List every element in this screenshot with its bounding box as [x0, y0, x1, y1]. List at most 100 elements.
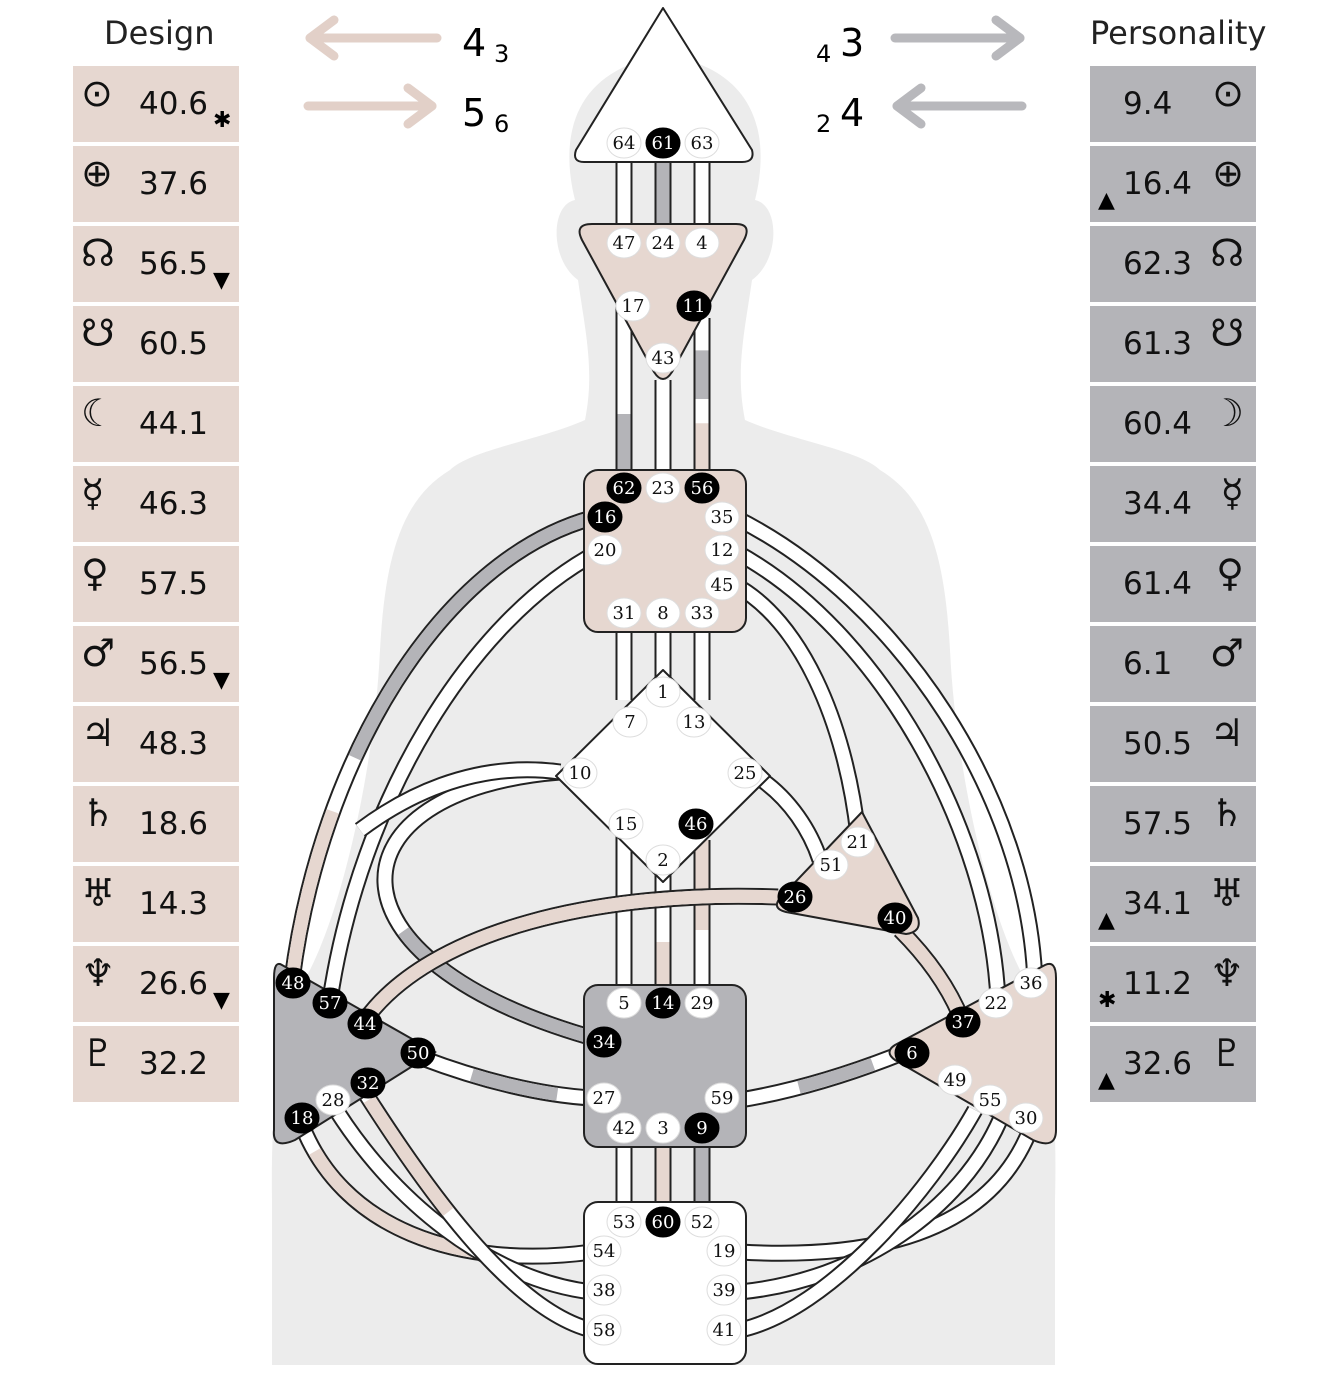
gate-46 [678, 808, 714, 840]
head-center [574, 7, 754, 163]
design-column-title: Design [104, 14, 215, 52]
gate-39 [706, 1274, 742, 1306]
gate-label-63: 63 [691, 133, 714, 154]
gate-38 [586, 1274, 622, 1306]
gate-label-18: 18 [291, 1108, 314, 1129]
design-panel: ⊙40.6✱⊕37.6☊56.5▼☋60.5☾44.1☿46.3♀57.5♂56… [73, 66, 239, 1106]
moon-icon: ☽ [1209, 391, 1244, 435]
gate-label-55: 55 [979, 1090, 1002, 1111]
north-node-icon: ☊ [81, 231, 115, 275]
gate-17 [615, 290, 651, 322]
design-top-number: 4 [462, 21, 486, 65]
gate-41 [706, 1314, 742, 1346]
pluto-icon: ♇ [81, 1031, 116, 1075]
gate-label-11: 11 [683, 296, 706, 317]
channel-activation [378, 765, 602, 1047]
personality-top-arrow-head [991, 15, 1025, 61]
channel-activation [285, 511, 594, 981]
gate-label-10: 10 [569, 763, 592, 784]
gate-51 [813, 849, 849, 881]
gate-27 [586, 1082, 622, 1114]
gate-label-17: 17 [622, 296, 645, 317]
design-row: ♇32.2 [73, 1026, 239, 1102]
fixing-mark: ▼ [213, 988, 230, 1013]
gate-label-21: 21 [847, 832, 870, 853]
gate-25 [727, 757, 763, 789]
personality-row: ☽60.4 [1090, 386, 1256, 462]
personality-row: ♂6.1 [1090, 626, 1256, 702]
gate-8 [645, 597, 681, 629]
gate-10 [562, 757, 598, 789]
personality-gate-line-value: 16.4 [1123, 166, 1193, 202]
design-gate-line-value: 44.1 [139, 406, 209, 442]
gate-label-19: 19 [713, 1241, 736, 1262]
gate-24 [645, 227, 681, 259]
personality-bottom-number: 4 [840, 91, 864, 135]
design-gate-line-value: 56.5 [139, 246, 209, 282]
channel-fill [758, 774, 827, 863]
gate-label-14: 14 [652, 993, 675, 1014]
design-top-arrow-head [305, 15, 339, 61]
gate-52 [684, 1206, 720, 1238]
design-row: ☿46.3 [73, 466, 239, 542]
design-gate-line-value: 60.5 [139, 326, 209, 362]
channel-fill [356, 763, 561, 836]
personality-row: ☿34.4 [1090, 466, 1256, 542]
gate-label-9: 9 [696, 1118, 707, 1139]
gate-label-57: 57 [319, 993, 342, 1014]
gate-label-38: 38 [593, 1280, 616, 1301]
gate-2 [645, 844, 681, 876]
fixing-mark: ▲ [1098, 908, 1115, 933]
gate-label-43: 43 [652, 348, 675, 369]
north-node-icon: ☊ [1210, 231, 1244, 275]
personality-gate-line-value: 34.4 [1123, 486, 1193, 522]
gate-56 [684, 472, 720, 504]
uranus-icon: ♅ [1209, 871, 1244, 915]
gate-label-47: 47 [613, 233, 636, 254]
gate-32 [350, 1067, 386, 1099]
gate-43 [645, 342, 681, 374]
design-bottom-number: 5 [462, 91, 486, 135]
gate-label-6: 6 [906, 1043, 917, 1064]
design-gate-line-value: 48.3 [139, 726, 209, 762]
saturn-icon: ♄ [1209, 791, 1244, 835]
design-row: ☋60.5 [73, 306, 239, 382]
personality-gate-line-value: 32.6 [1123, 1046, 1193, 1082]
fixing-mark: ✱ [213, 108, 232, 133]
gate-13 [676, 706, 712, 738]
personality-row: ♄57.5 [1090, 786, 1256, 862]
gate-54 [586, 1235, 622, 1267]
south-node-icon: ☋ [1210, 311, 1244, 355]
ajna-center [578, 223, 748, 380]
gate-60 [645, 1206, 681, 1238]
gate-label-15: 15 [615, 814, 638, 835]
design-gate-line-value: 18.6 [139, 806, 209, 842]
gate-label-31: 31 [613, 603, 636, 624]
gate-11 [676, 290, 712, 322]
throat-center [583, 469, 747, 633]
personality-top-subnumber: 4 [816, 40, 831, 68]
gate-label-51: 51 [820, 855, 843, 876]
sun-icon: ⊙ [81, 71, 113, 115]
channel-activation [285, 511, 594, 981]
gate-30 [1008, 1102, 1044, 1134]
gate-label-53: 53 [613, 1212, 636, 1233]
gate-58 [586, 1314, 622, 1346]
design-gate-line-value: 40.6 [139, 86, 209, 122]
gate-label-41: 41 [713, 1320, 736, 1341]
personality-gate-line-value: 61.4 [1123, 566, 1193, 602]
personality-gate-line-value: 9.4 [1123, 86, 1173, 122]
channel-fill [738, 1106, 981, 1337]
channel-fill [739, 1127, 1037, 1260]
gate-53 [606, 1206, 642, 1238]
gate-36 [1013, 967, 1049, 999]
design-gate-line-value: 46.3 [139, 486, 209, 522]
gate-label-25: 25 [734, 763, 757, 784]
design-row: ♃48.3 [73, 706, 239, 782]
gate-label-22: 22 [985, 993, 1008, 1014]
personality-gate-line-value: 50.5 [1123, 726, 1193, 762]
gate-label-13: 13 [683, 712, 706, 733]
sun-icon: ⊙ [1212, 71, 1244, 115]
gate-14 [645, 987, 681, 1019]
